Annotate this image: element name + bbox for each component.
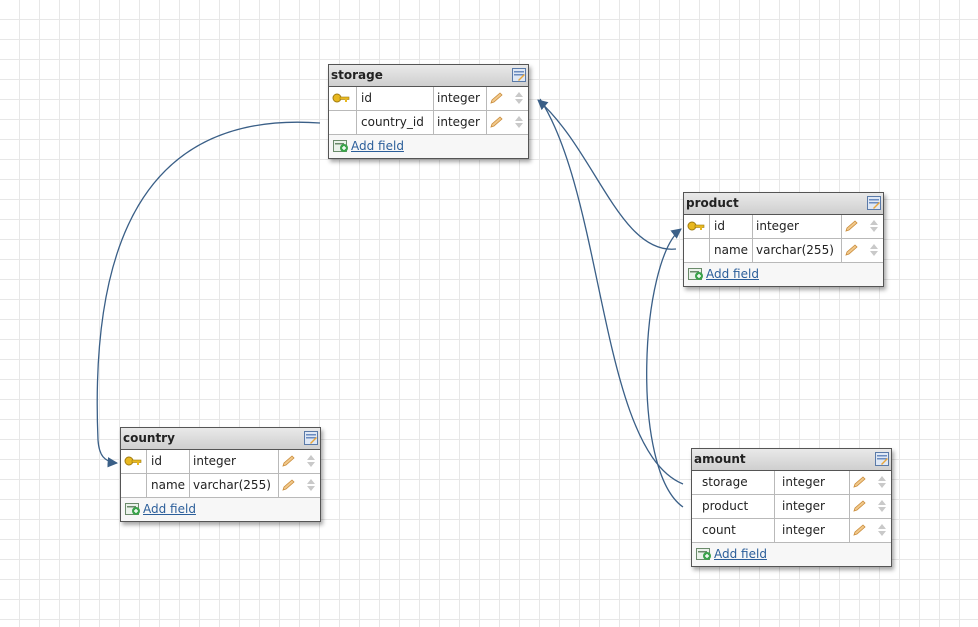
field-row-id[interactable]: id integer (329, 87, 528, 111)
edit-table-icon[interactable] (304, 431, 318, 445)
table-title: storage (331, 68, 383, 82)
field-row-product[interactable]: product integer (692, 495, 891, 519)
table-header[interactable]: product (684, 193, 883, 215)
field-row-id[interactable]: id integer (121, 450, 320, 474)
table-country[interactable]: country id integer name varchar(255) Add… (120, 427, 321, 522)
field-row-id[interactable]: id integer (684, 215, 883, 239)
add-field-link[interactable]: Add field (706, 267, 759, 281)
field-type[interactable]: integer (775, 519, 850, 542)
field-name[interactable]: id (357, 87, 434, 110)
pencil-icon[interactable] (845, 244, 859, 256)
add-field-link[interactable]: Add field (143, 502, 196, 516)
field-type[interactable]: integer (775, 471, 850, 494)
field-row-count[interactable]: count integer (692, 519, 891, 543)
pencil-icon[interactable] (282, 479, 296, 491)
table-title: country (123, 431, 175, 445)
up-down-arrows-icon[interactable] (306, 478, 316, 492)
field-name[interactable]: name (147, 474, 190, 497)
up-down-arrows-icon[interactable] (514, 115, 524, 129)
pencil-icon[interactable] (490, 116, 504, 128)
field-row-country-id[interactable]: country_id integer (329, 111, 528, 135)
table-amount[interactable]: amount storage integer product integer c… (691, 448, 892, 567)
add-field-icon[interactable] (696, 548, 712, 561)
field-type[interactable]: integer (775, 495, 850, 518)
up-down-arrows-icon[interactable] (306, 454, 316, 468)
key-icon (687, 221, 705, 231)
pencil-icon[interactable] (845, 220, 859, 232)
relation-storage-country[interactable] (96, 121, 321, 468)
add-field-link[interactable]: Add field (351, 139, 404, 153)
pencil-icon[interactable] (490, 92, 504, 104)
field-name[interactable]: count (692, 519, 775, 542)
edit-table-icon[interactable] (512, 68, 526, 82)
up-down-arrows-icon[interactable] (869, 219, 879, 233)
key-icon (332, 93, 350, 103)
field-type[interactable]: varchar(255) (753, 239, 842, 262)
table-title: product (686, 196, 739, 210)
add-field-icon[interactable] (688, 268, 704, 281)
table-header[interactable]: country (121, 428, 320, 450)
field-type[interactable]: integer (753, 215, 842, 238)
field-type[interactable]: integer (434, 111, 487, 134)
relation-product-storage[interactable] (537, 99, 677, 250)
add-field-icon[interactable] (333, 140, 349, 153)
field-name[interactable]: storage (692, 471, 775, 494)
field-name[interactable]: id (710, 215, 753, 238)
add-field-link[interactable]: Add field (714, 547, 767, 561)
add-field-row: Add field (684, 263, 883, 286)
up-down-arrows-icon[interactable] (514, 91, 524, 105)
table-header[interactable]: amount (692, 449, 891, 471)
field-name[interactable]: product (692, 495, 775, 518)
field-row-name[interactable]: name varchar(255) (121, 474, 320, 498)
table-title: amount (694, 452, 746, 466)
relation-amount-storage[interactable] (539, 98, 684, 485)
add-field-row: Add field (121, 498, 320, 521)
up-down-arrows-icon[interactable] (877, 475, 887, 489)
field-type[interactable]: varchar(255) (190, 474, 279, 497)
pencil-icon[interactable] (282, 455, 296, 467)
up-down-arrows-icon[interactable] (869, 243, 879, 257)
table-product[interactable]: product id integer name varchar(255) Add… (683, 192, 884, 287)
field-row-name[interactable]: name varchar(255) (684, 239, 883, 263)
pencil-icon[interactable] (853, 524, 867, 536)
pencil-icon[interactable] (853, 500, 867, 512)
pencil-icon[interactable] (853, 476, 867, 488)
field-name[interactable]: name (710, 239, 753, 262)
field-name[interactable]: id (147, 450, 190, 473)
edit-table-icon[interactable] (867, 196, 881, 210)
table-storage[interactable]: storage id integer country_id integer Ad… (328, 64, 529, 159)
relation-amount-product[interactable] (646, 228, 684, 508)
up-down-arrows-icon[interactable] (877, 523, 887, 537)
add-field-icon[interactable] (125, 503, 141, 516)
key-icon (124, 456, 142, 466)
add-field-row: Add field (692, 543, 891, 566)
field-name[interactable]: country_id (357, 111, 434, 134)
up-down-arrows-icon[interactable] (877, 499, 887, 513)
add-field-row: Add field (329, 135, 528, 158)
edit-table-icon[interactable] (875, 452, 889, 466)
table-header[interactable]: storage (329, 65, 528, 87)
field-type[interactable]: integer (434, 87, 487, 110)
field-type[interactable]: integer (190, 450, 279, 473)
field-row-storage[interactable]: storage integer (692, 471, 891, 495)
